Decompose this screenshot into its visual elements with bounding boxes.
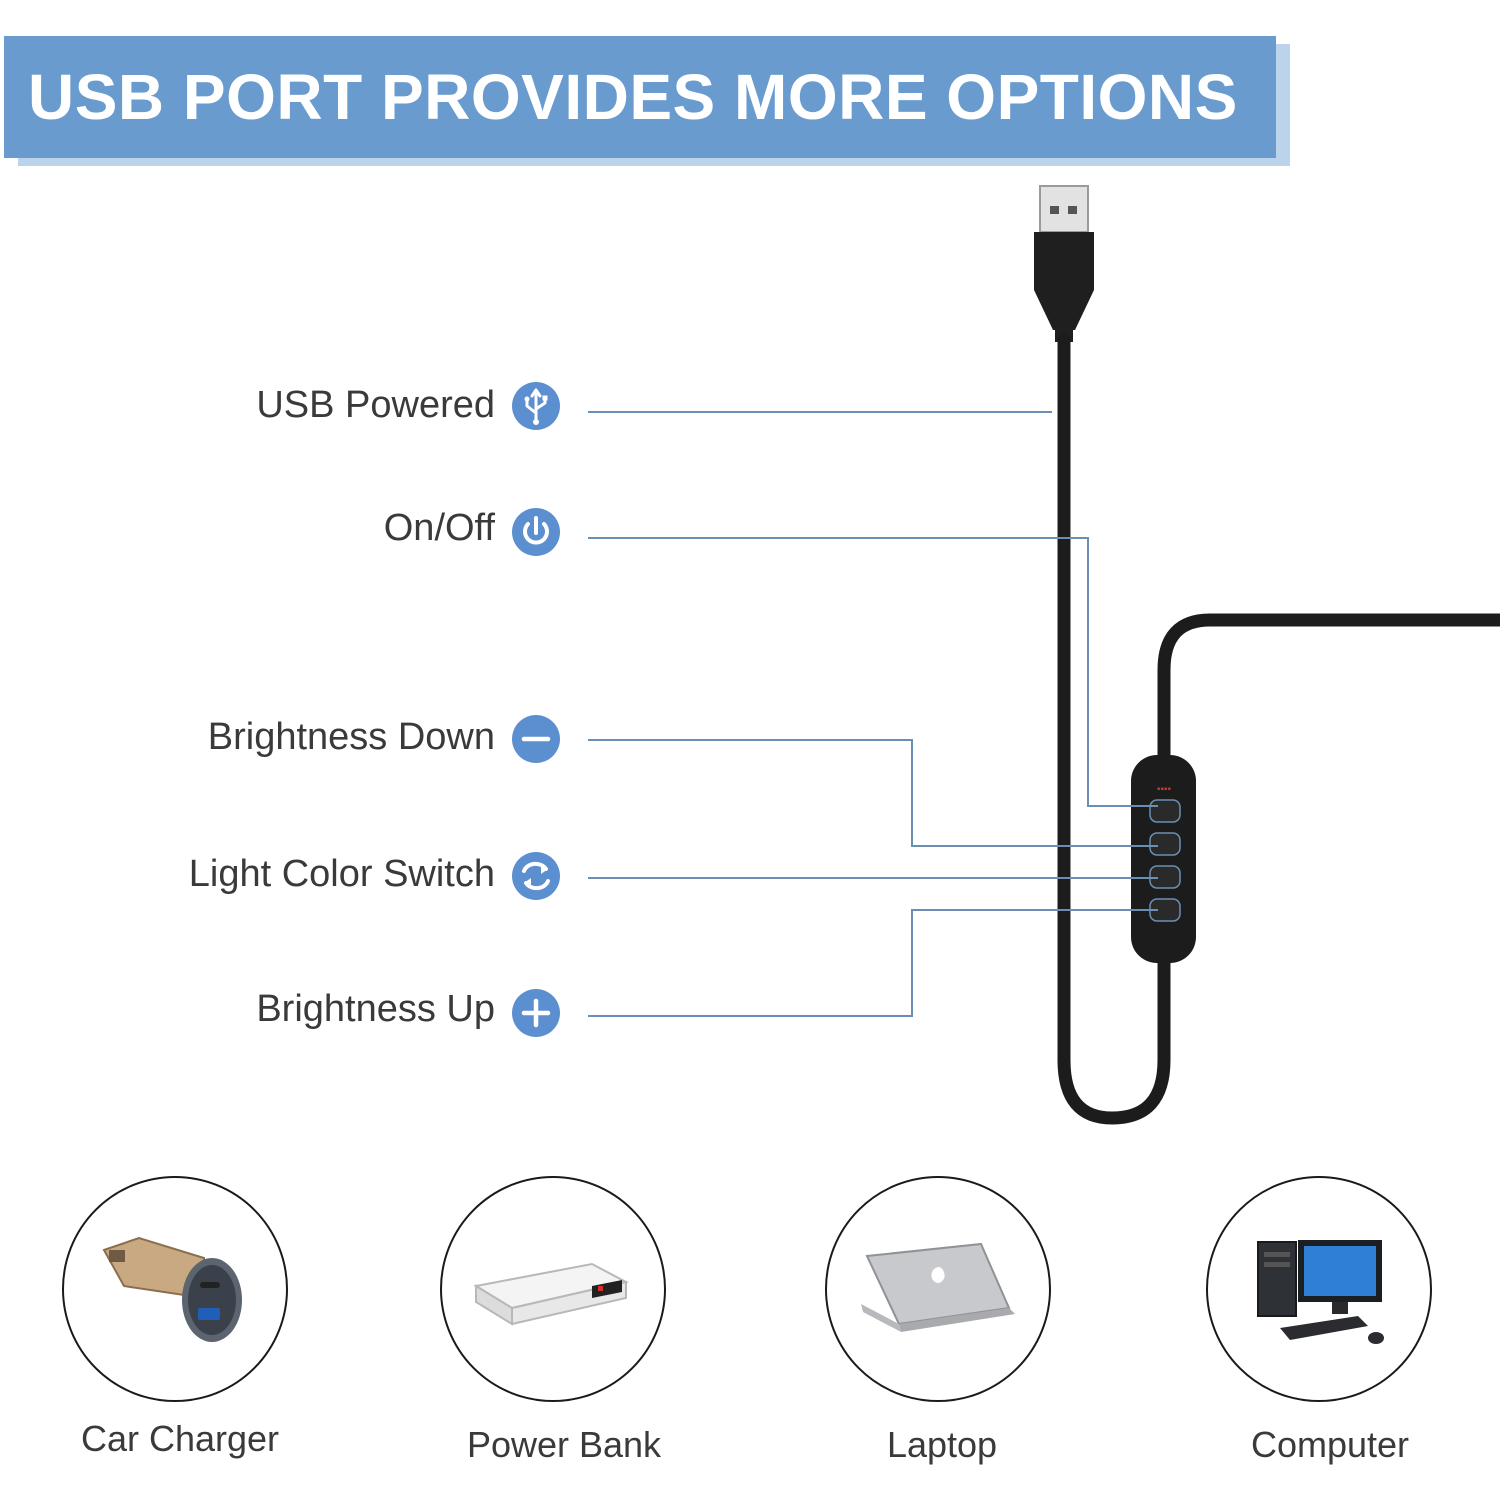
page-title: USB PORT PROVIDES MORE OPTIONS — [28, 61, 1238, 133]
remote-button-power — [1149, 799, 1181, 823]
leader-line-power — [588, 537, 1158, 807]
feature-label-brightness-down: Brightness Down — [207, 716, 495, 758]
remote-button-minus — [1149, 832, 1181, 856]
device-label-computer: Computer — [1250, 1424, 1410, 1465]
car-charger-icon — [102, 1236, 242, 1342]
device-label-car-charger: Car Charger — [80, 1418, 280, 1459]
title-banner: USB PORT PROVIDES MORE OPTIONS — [4, 36, 1276, 158]
feature-label-brightness-up: Brightness Up — [256, 988, 495, 1030]
inline-remote: ▪▪▪▪ — [1131, 755, 1196, 963]
minus-icon — [512, 715, 560, 763]
device-laptop — [825, 1176, 1051, 1402]
device-power-bank — [440, 1176, 666, 1402]
leader-line-plus — [588, 909, 1158, 1017]
svg-text:▪▪▪▪: ▪▪▪▪ — [1157, 784, 1172, 795]
leader-line-minus — [588, 739, 1158, 847]
device-computer — [1206, 1176, 1432, 1402]
plus-icon — [512, 989, 560, 1037]
cable-diagram: ▪▪▪▪ — [588, 185, 1500, 1125]
usb-cable — [1057, 333, 1500, 1125]
device-label-power-bank: Power Bank — [466, 1424, 662, 1465]
laptop-icon — [861, 1242, 1015, 1332]
feature-label-usb-powered: USB Powered — [256, 384, 495, 426]
usb-plug — [1034, 185, 1094, 342]
power-bank-icon — [473, 1262, 629, 1326]
device-car-charger — [62, 1176, 288, 1402]
color-switch-icon — [512, 852, 560, 900]
computer-icon — [1257, 1240, 1384, 1344]
usb-icon — [512, 382, 560, 430]
power-icon — [512, 508, 560, 556]
feature-label-light-color-switch: Light Color Switch — [188, 853, 495, 895]
device-label-laptop: Laptop — [886, 1424, 998, 1465]
feature-label-on-off: On/Off — [383, 507, 495, 549]
